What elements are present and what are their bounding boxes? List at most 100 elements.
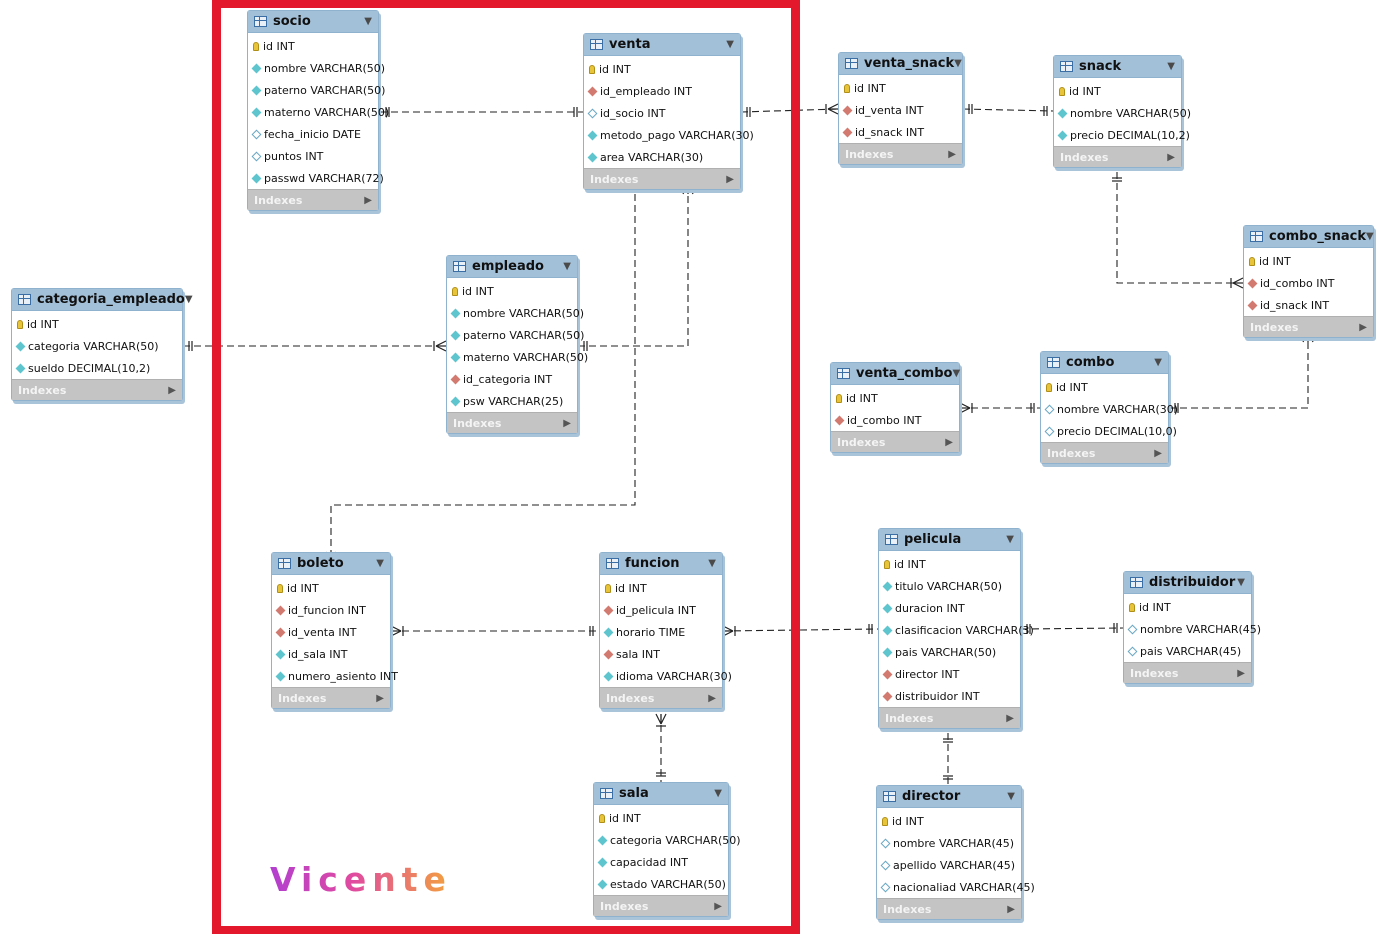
relationship-venta-venta_snack[interactable] [740,103,839,117]
chevron-down-icon[interactable]: ▼ [954,58,962,69]
column-row[interactable]: id_combo INT [1244,272,1373,294]
table-header[interactable]: funcion▼ [600,553,722,575]
indexes-bar[interactable]: Indexes▶ [594,895,728,916]
table-header[interactable]: venta_snack▼ [839,53,962,75]
indexes-bar[interactable]: Indexes▶ [272,687,390,708]
column-row[interactable]: id_venta INT [272,621,390,643]
column-row[interactable]: idioma VARCHAR(30) [600,665,732,687]
table-header[interactable]: combo_snack▼ [1244,226,1374,248]
column-row[interactable]: nacionaliad VARCHAR(45) [877,876,1035,898]
expand-arrow-icon[interactable]: ▶ [1167,151,1175,163]
column-row[interactable]: apellido VARCHAR(45) [877,854,1021,876]
column-row[interactable]: titulo VARCHAR(50) [879,575,1020,597]
relationship-boleto-funcion[interactable] [390,625,599,637]
table-header[interactable]: categoria_empleado▼ [12,289,193,311]
column-row[interactable]: id_venta INT [839,99,962,121]
column-row[interactable]: id INT [248,35,378,57]
chevron-down-icon[interactable]: ▼ [714,788,722,799]
relationship-line[interactable] [1020,627,1124,630]
column-row[interactable]: nombre VARCHAR(30) [1041,398,1178,420]
column-row[interactable]: numero_asiento INT [272,665,398,687]
chevron-down-icon[interactable]: ▼ [563,261,571,272]
column-row[interactable]: materno VARCHAR(50) [248,101,389,123]
column-row[interactable]: precio DECIMAL(10,2) [1054,124,1190,146]
chevron-down-icon[interactable]: ▼ [708,558,716,569]
relationship-line[interactable] [578,194,689,347]
chevron-down-icon[interactable]: ▼ [376,558,384,569]
relationship-line[interactable] [1169,342,1309,409]
column-row[interactable]: id INT [839,77,962,99]
relationship-line[interactable] [330,194,636,552]
column-row[interactable]: pais VARCHAR(50) [879,641,1020,663]
relationship-combo-combo_snack[interactable] [1169,329,1314,413]
table-header[interactable]: pelicula▼ [879,529,1020,551]
relationship-funcion-sala[interactable] [655,713,667,782]
column-row[interactable]: pais VARCHAR(45) [1124,640,1251,662]
column-row[interactable]: nombre VARCHAR(50) [447,302,584,324]
column-row[interactable]: id_categoria INT [447,368,577,390]
column-row[interactable]: nombre VARCHAR(50) [1054,102,1191,124]
table-header[interactable]: venta_combo▼ [831,363,961,385]
column-row[interactable]: area VARCHAR(30) [584,146,740,168]
chevron-down-icon[interactable]: ▼ [952,368,961,379]
column-row[interactable]: paterno VARCHAR(50) [248,79,385,101]
column-row[interactable]: sala INT [600,643,722,665]
column-row[interactable]: precio DECIMAL(10,0) [1041,420,1177,442]
indexes-bar[interactable]: Indexes▶ [839,143,962,164]
column-row[interactable]: id_socio INT [584,102,740,124]
indexes-bar[interactable]: Indexes▶ [12,379,182,400]
expand-arrow-icon[interactable]: ▶ [376,692,384,704]
table-header[interactable]: venta▼ [584,34,740,56]
table-header[interactable]: director▼ [877,786,1021,808]
column-row[interactable]: id INT [600,577,722,599]
column-row[interactable]: horario TIME [600,621,722,643]
table-header[interactable]: boleto▼ [272,553,390,575]
column-row[interactable]: passwd VARCHAR(72) [248,167,384,189]
indexes-bar[interactable]: Indexes▶ [831,431,959,452]
column-row[interactable]: id INT [272,577,390,599]
column-row[interactable]: paterno VARCHAR(50) [447,324,584,346]
column-row[interactable]: fecha_inicio DATE [248,123,378,145]
column-row[interactable]: estado VARCHAR(50) [594,873,728,895]
relationship-pelicula-distribuidor[interactable] [1020,623,1124,634]
column-row[interactable]: id INT [594,807,728,829]
indexes-bar[interactable]: Indexes▶ [584,168,740,189]
chevron-down-icon[interactable]: ▼ [184,294,193,305]
column-row[interactable]: id INT [879,553,1020,575]
column-row[interactable]: metodo_pago VARCHAR(30) [584,124,754,146]
column-row[interactable]: id_empleado INT [584,80,740,102]
chevron-down-icon[interactable]: ▼ [1006,534,1014,545]
chevron-down-icon[interactable]: ▼ [1154,357,1162,368]
column-row[interactable]: categoria VARCHAR(50) [594,829,741,851]
relationship-line[interactable] [722,628,879,632]
indexes-bar[interactable]: Indexes▶ [248,189,378,210]
column-row[interactable]: id INT [831,387,959,409]
expand-arrow-icon[interactable]: ▶ [1006,712,1014,724]
column-row[interactable]: director INT [879,663,1020,685]
table-header[interactable]: socio▼ [248,11,378,33]
relationship-pelicula-director[interactable] [943,733,953,785]
indexes-bar[interactable]: Indexes▶ [1244,316,1373,337]
expand-arrow-icon[interactable]: ▶ [168,384,176,396]
relationship-funcion-pelicula[interactable] [722,624,879,637]
expand-arrow-icon[interactable]: ▶ [563,417,571,429]
column-row[interactable]: puntos INT [248,145,378,167]
indexes-bar[interactable]: Indexes▶ [877,898,1021,919]
chevron-down-icon[interactable]: ▼ [364,16,372,27]
relationship-socio-venta[interactable] [380,107,583,117]
indexes-bar[interactable]: Indexes▶ [447,412,577,433]
expand-arrow-icon[interactable]: ▶ [714,900,722,912]
chevron-down-icon[interactable]: ▼ [726,39,734,50]
expand-arrow-icon[interactable]: ▶ [1237,667,1245,679]
relationship-venta_snack-snack[interactable] [962,104,1054,116]
chevron-down-icon[interactable]: ▼ [1237,577,1245,588]
column-row[interactable]: duracion INT [879,597,1020,619]
expand-arrow-icon[interactable]: ▶ [364,194,372,206]
indexes-bar[interactable]: Indexes▶ [1124,662,1251,683]
